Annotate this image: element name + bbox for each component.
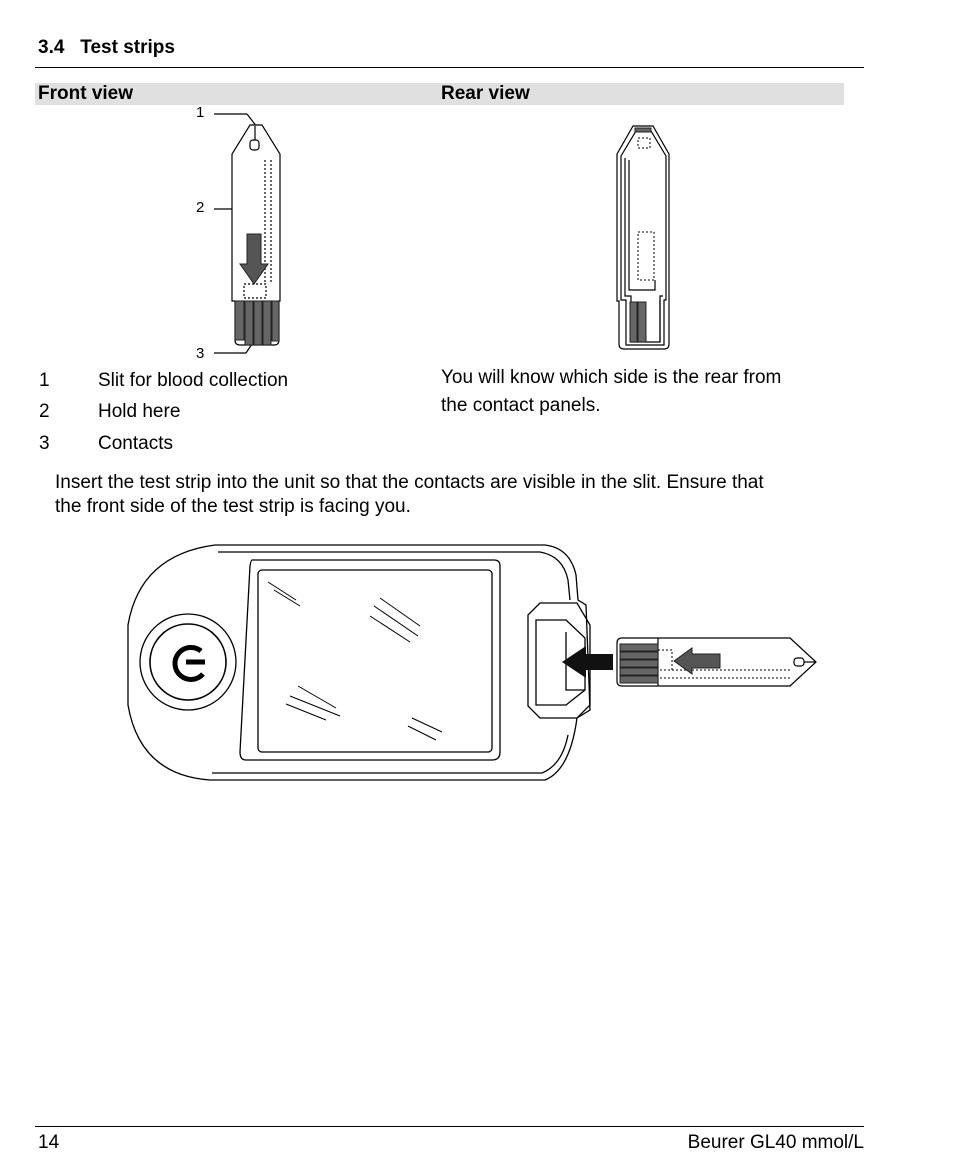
legend-text-3: Contacts bbox=[98, 433, 173, 454]
rear-view-label: Rear view bbox=[441, 83, 530, 104]
rear-note-line-2: the contact panels. bbox=[441, 395, 601, 416]
rear-note: You will know which side is the rear fro… bbox=[441, 364, 781, 420]
rear-note-line-1: You will know which side is the rear fro… bbox=[441, 367, 782, 388]
footer-rule bbox=[35, 1126, 864, 1127]
legend-text-1: Slit for blood collection bbox=[98, 370, 289, 391]
insert-arrow-icon bbox=[562, 646, 613, 678]
callout-1: 1 bbox=[196, 104, 205, 121]
instruction-line-1: Insert the test strip into the unit so t… bbox=[55, 472, 764, 493]
front-strip-figure bbox=[214, 113, 281, 354]
callout-2: 2 bbox=[196, 199, 205, 216]
front-view-bar: Front view bbox=[35, 83, 439, 105]
heading-rule bbox=[35, 67, 864, 68]
insert-instruction: Insert the test strip into the unit so t… bbox=[55, 471, 764, 519]
product-name: Beurer GL40 mmol/L bbox=[687, 1132, 864, 1153]
hold-arrow-icon bbox=[239, 233, 269, 285]
legend-text-2: Hold here bbox=[98, 401, 181, 422]
section-title: Test strips bbox=[80, 37, 175, 58]
section-heading: 3.4 Test strips bbox=[38, 37, 175, 59]
callout-3: 3 bbox=[196, 345, 205, 362]
strip-direction-arrow-icon bbox=[673, 647, 721, 675]
front-view-label: Front view bbox=[38, 83, 134, 104]
instruction-line-2: the front side of the test strip is faci… bbox=[55, 496, 411, 517]
section-number: 3.4 bbox=[38, 37, 65, 58]
legend-number-3: 3 bbox=[39, 433, 50, 454]
legend-number-2: 2 bbox=[39, 401, 50, 422]
legend-number-1: 1 bbox=[39, 370, 50, 391]
meter-figure bbox=[127, 544, 817, 781]
rear-strip-figure bbox=[616, 125, 670, 350]
rear-view-bar: Rear view bbox=[438, 83, 844, 105]
power-icon bbox=[172, 644, 205, 682]
page-number: 14 bbox=[38, 1132, 60, 1153]
